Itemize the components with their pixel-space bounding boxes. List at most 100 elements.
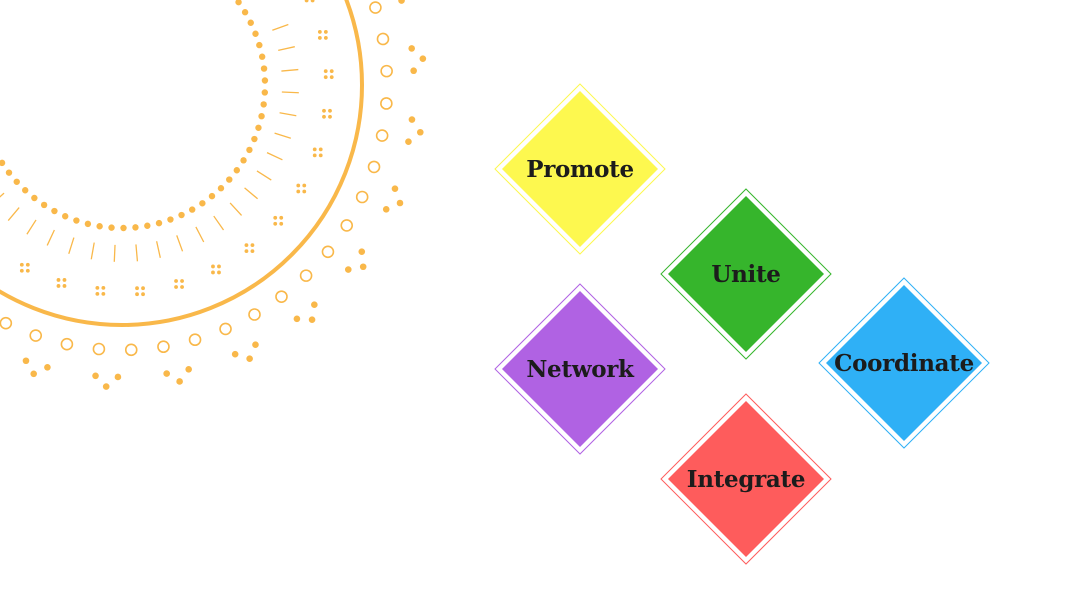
ornament-outer-dot [163, 370, 170, 377]
ornament-dot [108, 224, 115, 231]
ornament-cluster-dot [317, 36, 322, 40]
ornament-dot [167, 216, 174, 223]
ornament-cluster-dot [19, 262, 24, 267]
ornament-dot [13, 178, 20, 185]
ornament-ray [135, 244, 139, 262]
ornament-ray [68, 237, 75, 255]
ornament-cluster-dot [302, 183, 307, 188]
ornament-ring-dot [0, 316, 13, 330]
diamond-shape [660, 188, 832, 360]
ornament-cluster-dot [95, 291, 100, 296]
ornament-ring-dot [367, 160, 381, 174]
ornament-cluster-dot [312, 153, 317, 158]
ornament-dot [233, 167, 241, 174]
ornament-dot [240, 157, 247, 164]
ornament-ray [279, 112, 297, 117]
ornament-ring-dot [380, 97, 393, 110]
ornament-dot [252, 30, 259, 37]
ornament-outer-dot [359, 263, 367, 271]
ornament-cluster-dot [323, 30, 328, 34]
ornament-cluster-dot [95, 285, 100, 290]
ornament-ray [229, 202, 243, 216]
ornament-dot [217, 185, 225, 192]
ornament-cluster-dot [180, 279, 184, 283]
ornament-ray [256, 170, 272, 181]
diamond-label-promote: Promote [526, 155, 634, 183]
ornament-dot [62, 213, 69, 220]
ornament-outer-dot [408, 45, 415, 52]
ornament-dot [235, 0, 242, 6]
ornament-outer-dot [391, 185, 399, 192]
ornament-dot [208, 192, 216, 200]
ornament-dot [144, 222, 151, 229]
ornament-cluster-dot [62, 284, 67, 288]
ornament-cluster-dot [244, 249, 249, 254]
ornament-cluster-dot [328, 114, 332, 119]
ornament-cluster-dot [244, 243, 249, 248]
ornament-dot [155, 219, 163, 227]
ornament-outer-dot [408, 116, 416, 123]
ornament-ring-dot [380, 64, 393, 78]
ornament-dot [260, 65, 268, 72]
ornament-dot [261, 89, 269, 96]
ornament-ray [278, 46, 295, 52]
ornament-cluster-dot [318, 153, 323, 158]
ornament-dot [73, 217, 80, 224]
ornament-cluster-dot [296, 189, 301, 194]
ornament-outer-dot [102, 383, 110, 390]
ornament-ring-dot [275, 290, 288, 303]
diamond-promote: Promote [494, 83, 666, 255]
ornament-ray [155, 241, 161, 258]
ornament-cluster-dot [317, 30, 322, 34]
ornament-outer-dot [92, 372, 99, 380]
diamond-label-unite: Unite [711, 260, 781, 288]
ornament-cluster-dot [310, 0, 315, 3]
ornament-cluster-dot [25, 262, 30, 267]
ornament-cluster-dot [322, 108, 326, 113]
ornament-ring-dot [369, 1, 382, 14]
diamond-shape [494, 83, 666, 255]
ornament-cluster-dot [101, 291, 106, 296]
ornament-outer-dot [252, 341, 259, 349]
ornament-cluster-dot [141, 292, 145, 297]
ornament-cluster-dot [323, 75, 328, 80]
ornament-outer-dot [344, 266, 352, 273]
ornament-dot [199, 200, 206, 207]
sun-mandala-ornament [0, 0, 427, 390]
ornament-ray [244, 187, 259, 200]
ornament-cluster-dot [211, 270, 215, 275]
ornament-dot [260, 101, 267, 108]
ornament-ray [281, 91, 299, 94]
ornament-outer-dot [358, 248, 366, 255]
ornament-ray [195, 226, 205, 243]
ornament-ring [0, 0, 364, 327]
diamond-unite: Unite [660, 188, 832, 360]
ornament-dot [256, 41, 263, 49]
ornament-ring-dot [157, 340, 170, 354]
ornament-cluster-dot [174, 285, 178, 289]
ornament-ring-dot [124, 343, 138, 357]
ornament-dot [96, 223, 103, 230]
ornament-outer-dot [30, 370, 38, 378]
ornament-cluster-dot [318, 147, 323, 152]
ornament-dot [258, 53, 266, 60]
ornament-dot [255, 124, 262, 131]
ornament-outer-dot [396, 199, 404, 207]
ornament-ring-dot [355, 190, 369, 204]
diamond-label-coordinate: Coordinate [834, 349, 974, 377]
ornament-cluster-dot [56, 284, 61, 288]
ornament-cluster-dot [328, 108, 332, 113]
ornament-outer-dot [44, 364, 51, 371]
ornament-cluster-dot [135, 286, 139, 291]
ornament-outer-dot [382, 206, 390, 213]
ornament-outer-dot [176, 378, 183, 385]
diamond-coordinate: Coordinate [818, 277, 990, 449]
ornament-outer-dot [22, 357, 30, 365]
ornament-cluster-dot [279, 215, 284, 220]
ornament-dot [247, 19, 254, 26]
ornament-dot [251, 135, 258, 143]
ornament-cluster-dot [180, 285, 184, 289]
ornament-ray [213, 215, 225, 231]
ornament-dot [51, 207, 58, 215]
ornament-cluster-dot [174, 279, 178, 283]
